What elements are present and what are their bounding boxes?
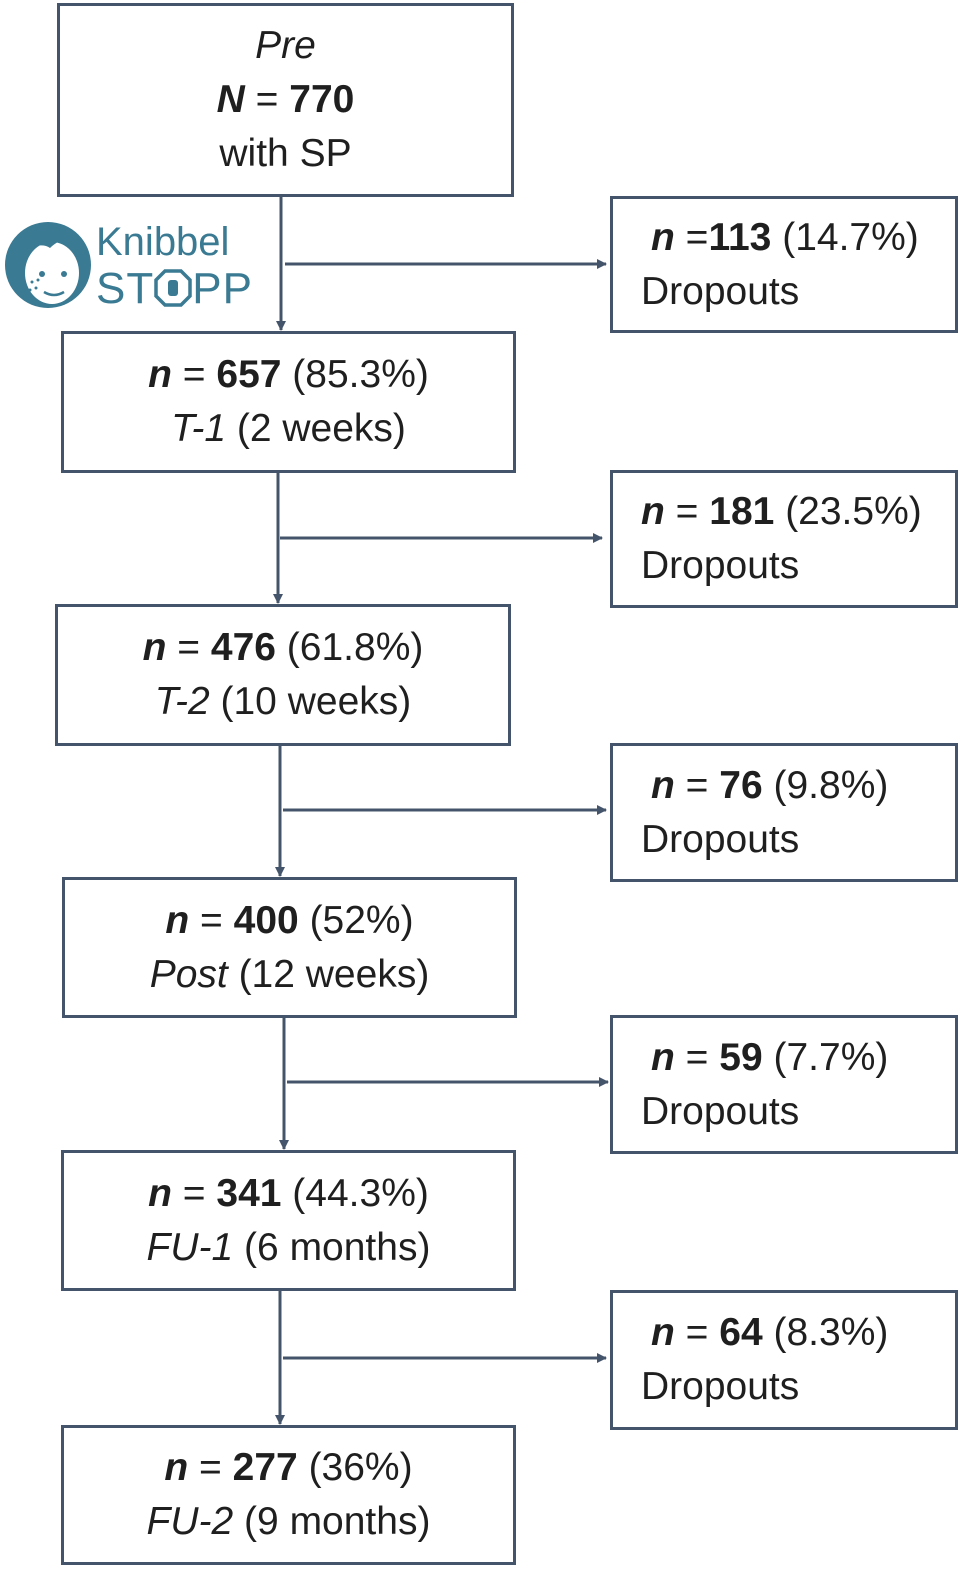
dropout-label: Dropouts (641, 1089, 800, 1133)
stage-count: n = 657 (85.3%) (148, 353, 429, 396)
stage-time: Post (12 weeks) (149, 952, 430, 996)
pre-label: Pre (255, 24, 316, 67)
dropout-box-1: n =113 (14.7%) Dropouts (610, 196, 958, 333)
stop-hand-icon (154, 269, 192, 307)
dropout-box-2: n = 181 (23.5%) Dropouts (610, 470, 958, 608)
stage-time: FU-1 (6 months) (146, 1225, 431, 1269)
dropout-count: n = 76 (9.8%) (651, 763, 889, 807)
logo-text-knibbel: Knibbel (96, 220, 230, 264)
stage-time: T-1 (2 weeks) (171, 407, 406, 450)
dropout-count: n = 181 (23.5%) (641, 490, 922, 533)
stage-count: n = 476 (61.8%) (142, 626, 424, 669)
pre-count: N = 770 (216, 78, 355, 121)
stage-count: n = 400 (52%) (165, 898, 414, 942)
dropout-count: n = 64 (8.3%) (651, 1311, 889, 1354)
stage-count: n = 341 (44.3%) (148, 1171, 429, 1215)
dropout-count: n = 59 (7.7%) (651, 1035, 889, 1079)
dropout-box-3: n = 76 (9.8%) Dropouts (610, 743, 958, 882)
dropout-label: Dropouts (641, 817, 800, 861)
face-icon (5, 222, 91, 308)
stage-pre-box: Pre N = 770 with SP (57, 3, 514, 197)
dropout-count: n =113 (14.7%) (651, 215, 919, 259)
dropout-box-5: n = 64 (8.3%) Dropouts (610, 1290, 958, 1430)
stage-t2-box: n = 476 (61.8%) T-2 (10 weeks) (55, 604, 511, 746)
stage-fu2-box: n = 277 (36%) FU-2 (9 months) (61, 1425, 516, 1565)
stage-time: FU-2 (9 months) (146, 1500, 431, 1543)
stage-t1-box: n = 657 (85.3%) T-1 (2 weeks) (61, 331, 516, 473)
stage-fu1-box: n = 341 (44.3%) FU-1 (6 months) (61, 1150, 516, 1291)
stage-time: T-2 (10 weeks) (154, 680, 412, 723)
dropout-label: Dropouts (641, 1365, 800, 1408)
pre-sub: with SP (219, 132, 352, 175)
dropout-label: Dropouts (641, 269, 800, 313)
dropout-box-4: n = 59 (7.7%) Dropouts (610, 1015, 958, 1154)
dropout-label: Dropouts (641, 544, 800, 587)
stage-post-box: n = 400 (52%) Post (12 weeks) (62, 877, 517, 1018)
stage-count: n = 277 (36%) (164, 1446, 413, 1489)
